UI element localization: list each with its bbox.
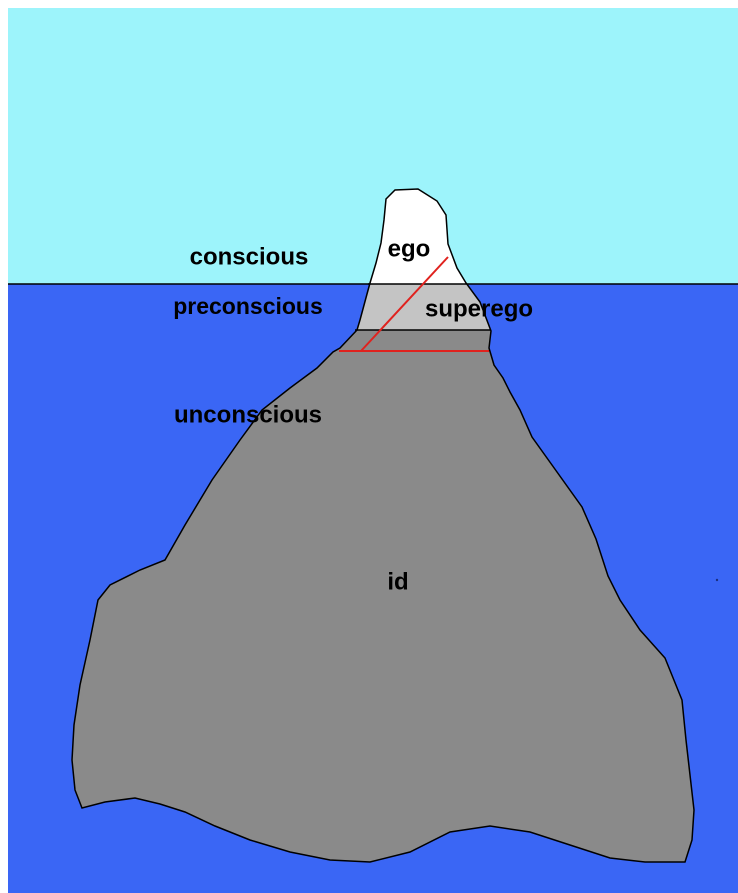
- unconscious-label: unconscious: [174, 401, 322, 428]
- water-speck: [716, 579, 718, 581]
- preconscious-label: preconscious: [173, 293, 323, 319]
- conscious-label: conscious: [190, 243, 309, 270]
- sky: [8, 8, 738, 284]
- superego-label: superego: [425, 295, 533, 322]
- ego-label: ego: [388, 235, 431, 262]
- id-label: id: [387, 568, 408, 595]
